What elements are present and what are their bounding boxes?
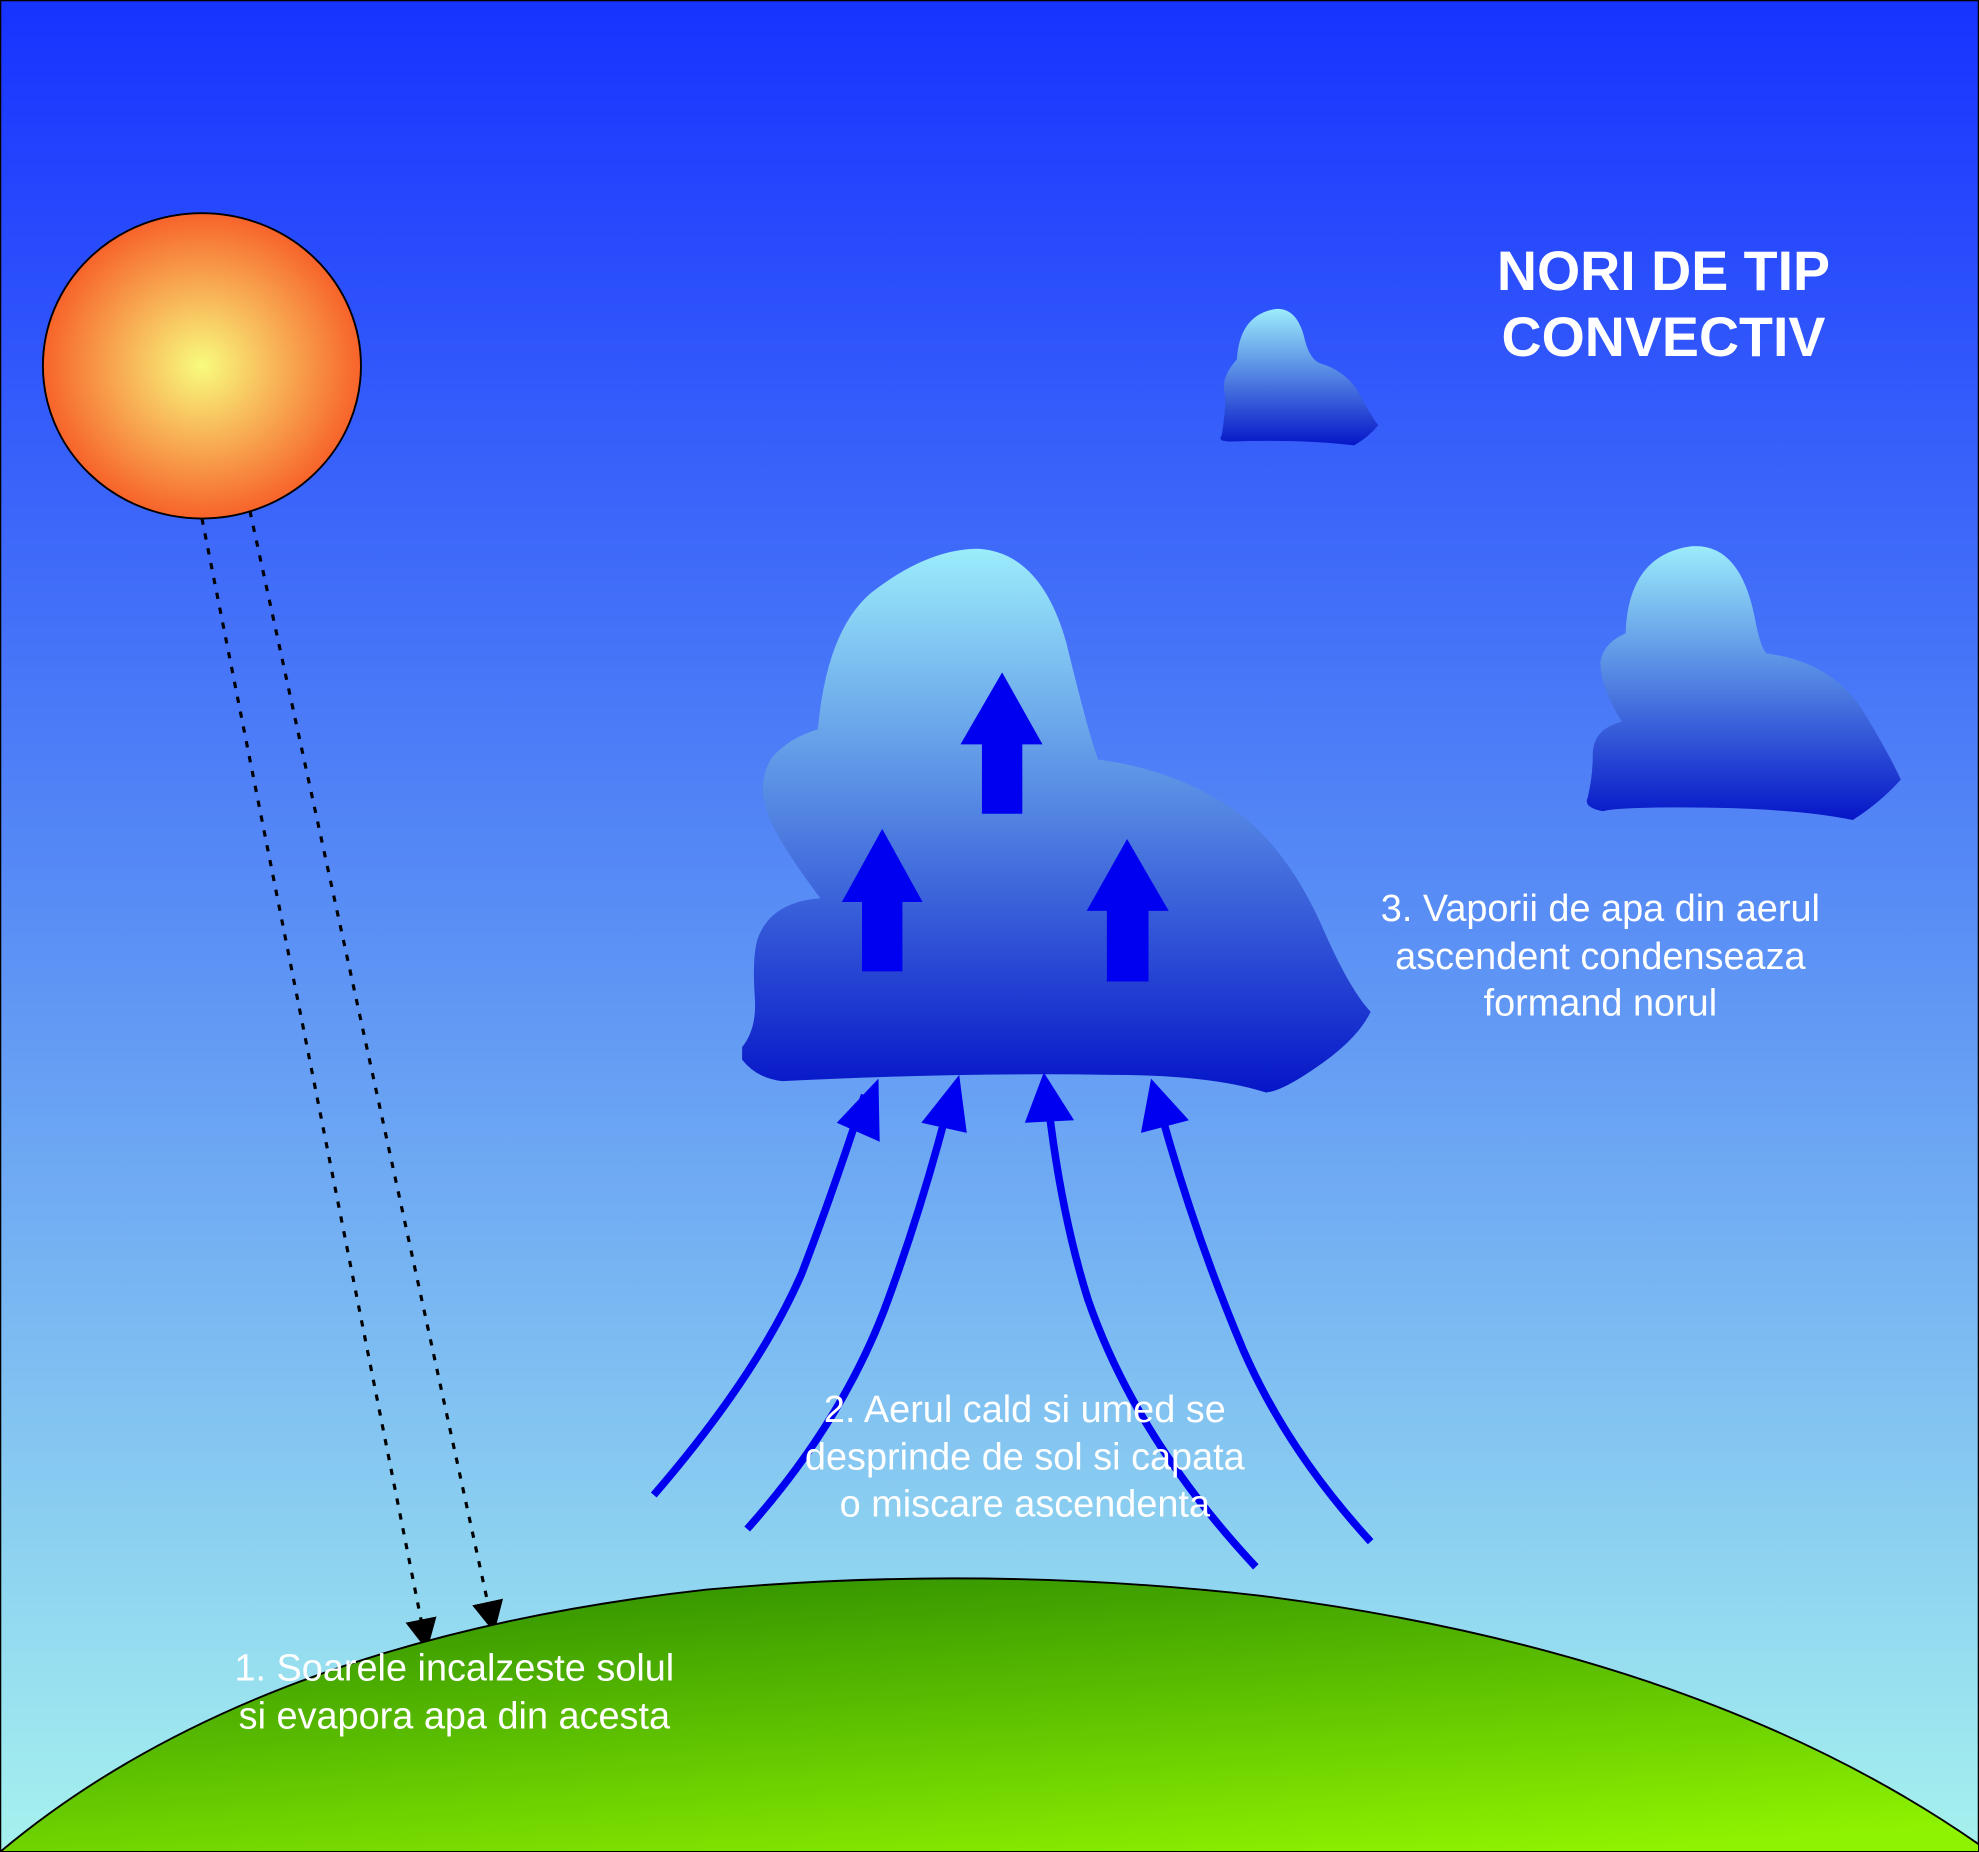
- step-2-line: desprinde de sol si capata: [805, 1437, 1246, 1479]
- title-line: CONVECTIV: [1501, 306, 1825, 368]
- diagram-title: NORI DE TIP CONVECTIV: [1497, 240, 1830, 368]
- step-3-line: ascendent condenseaza: [1395, 936, 1806, 978]
- step-1-line: si evapora apa din acesta: [239, 1695, 671, 1737]
- step-1-line: 1. Soarele incalzeste solul: [234, 1647, 674, 1689]
- cloud-updraft-arrows: [841, 672, 1169, 982]
- step-3-label: 3. Vaporii de apa din aerul ascendent co…: [1381, 888, 1820, 1025]
- sun: [41, 212, 362, 520]
- ground-hill: [0, 1577, 1979, 1852]
- step-3-line: formand norul: [1484, 983, 1718, 1025]
- rising-air-arrow: [650, 1093, 869, 1498]
- step-2-line: o miscare ascendenta: [840, 1483, 1211, 1525]
- small-cloud-right: [1586, 546, 1901, 821]
- rising-air-arrows: [650, 1093, 1374, 1570]
- step-2-label: 2. Aerul cald si umed se desprinde de so…: [805, 1389, 1246, 1526]
- step-3-line: 3. Vaporii de apa din aerul: [1381, 888, 1820, 930]
- updraft-arrow-left: [841, 828, 923, 972]
- updraft-arrow-right: [1086, 838, 1169, 982]
- title-line: NORI DE TIP: [1497, 240, 1830, 302]
- step-2-line: 2. Aerul cald si umed se: [824, 1389, 1226, 1431]
- rising-air-arrow: [744, 1096, 955, 1532]
- rising-air-arrowheads: [836, 1072, 1189, 1142]
- updraft-arrow-top: [960, 672, 1043, 814]
- sun-rays: [200, 510, 504, 1651]
- rising-air-arrow: [1154, 1102, 1374, 1545]
- rising-air-arrow: [1043, 1097, 1259, 1570]
- small-cloud-top: [1220, 308, 1379, 446]
- step-1-label: 1. Soarele incalzeste solul si evapora a…: [234, 1647, 674, 1737]
